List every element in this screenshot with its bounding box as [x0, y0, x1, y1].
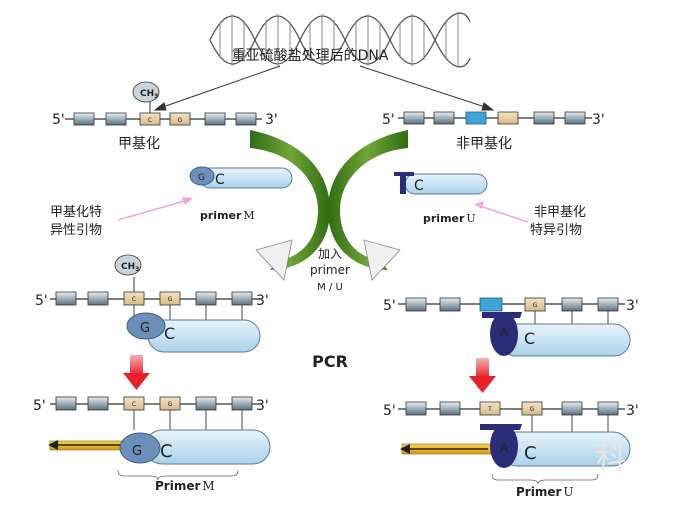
add-label-3: M / U: [317, 282, 343, 293]
prime5-mid-right: 5': [383, 298, 396, 314]
prime3-mid-left: 3': [256, 293, 269, 309]
base-c: C: [148, 117, 152, 124]
primer-u-top: C: [394, 172, 488, 195]
prime3-top-right: 3': [592, 112, 605, 128]
svg-text:T: T: [487, 406, 492, 413]
dna-helix-icon: [209, 12, 471, 68]
prime5-top-right: 5': [382, 112, 395, 128]
svg-text:G: G: [533, 302, 538, 309]
methylated-label: 甲基化: [118, 135, 160, 152]
unmethylated-label: 非甲基化: [456, 135, 512, 152]
svg-text:C: C: [160, 441, 173, 462]
prime5-top-left: 5': [52, 112, 65, 128]
svg-text:G: G: [168, 296, 173, 303]
pink-arrow-left: [117, 197, 193, 221]
svg-text:G: G: [198, 173, 205, 183]
strand-mid-right: G A C: [398, 297, 631, 357]
strand-top-left: C G: [65, 112, 262, 126]
prime3-bottom-left: 3': [256, 398, 269, 414]
watermark: 科: [596, 441, 626, 476]
prime3-top-left: 3': [265, 112, 278, 128]
svg-text:G: G: [168, 401, 173, 408]
base-g: G: [178, 117, 183, 124]
svg-text:C: C: [164, 324, 175, 343]
svg-text:A: A: [500, 441, 509, 455]
svg-text:C: C: [215, 172, 225, 188]
svg-text:A: A: [500, 325, 509, 339]
add-label-2: primer: [310, 263, 350, 277]
svg-text:C: C: [414, 178, 424, 194]
pcr-label: PCR: [312, 352, 348, 371]
prime3-mid-right: 3': [626, 298, 639, 314]
red-down-arrow-right-icon: [469, 358, 496, 393]
methyl-primer-label-1: 甲基化特: [50, 205, 102, 220]
svg-text:CH3: CH3: [140, 89, 158, 100]
svg-text:C: C: [132, 401, 136, 408]
pink-arrow-right: [474, 201, 529, 223]
svg-text:CH3: CH3: [121, 262, 139, 273]
strand-top-right: [398, 111, 592, 125]
prime5-mid-left: 5': [35, 293, 48, 309]
svg-text:C: C: [524, 329, 535, 348]
unmethyl-primer-label-2: 特异引物: [530, 223, 582, 238]
unmethyl-primer-label-1: 非甲基化: [534, 205, 586, 220]
methyl-icon-top: CH3: [132, 81, 160, 113]
prime5-bottom-left: 5': [33, 398, 46, 414]
svg-text:C: C: [132, 296, 136, 303]
strand-mid-left: C G G C: [50, 291, 262, 353]
dna-title: 重亚硫酸盐处理后的DNA: [232, 48, 389, 64]
svg-text:G: G: [132, 444, 142, 459]
svg-text:C: C: [524, 443, 537, 464]
prime3-bottom-right: 3': [626, 403, 639, 419]
svg-text:G: G: [530, 406, 535, 413]
prime5-bottom-right: 5': [383, 403, 396, 419]
title-arrows: [153, 65, 495, 111]
primer-m-top: G C: [189, 166, 293, 189]
strand-bottom-right: T G A C: [398, 401, 631, 485]
svg-text:G: G: [140, 321, 150, 336]
methyl-primer-label-2: 异性引物: [50, 223, 102, 238]
methyl-icon-mid: CH3: [114, 254, 142, 292]
add-label-1: 加入: [318, 247, 342, 261]
red-down-arrow-left-icon: [123, 355, 150, 390]
strand-bottom-left: C G G C: [48, 396, 271, 481]
green-crossing-arrows-icon: [250, 130, 408, 281]
